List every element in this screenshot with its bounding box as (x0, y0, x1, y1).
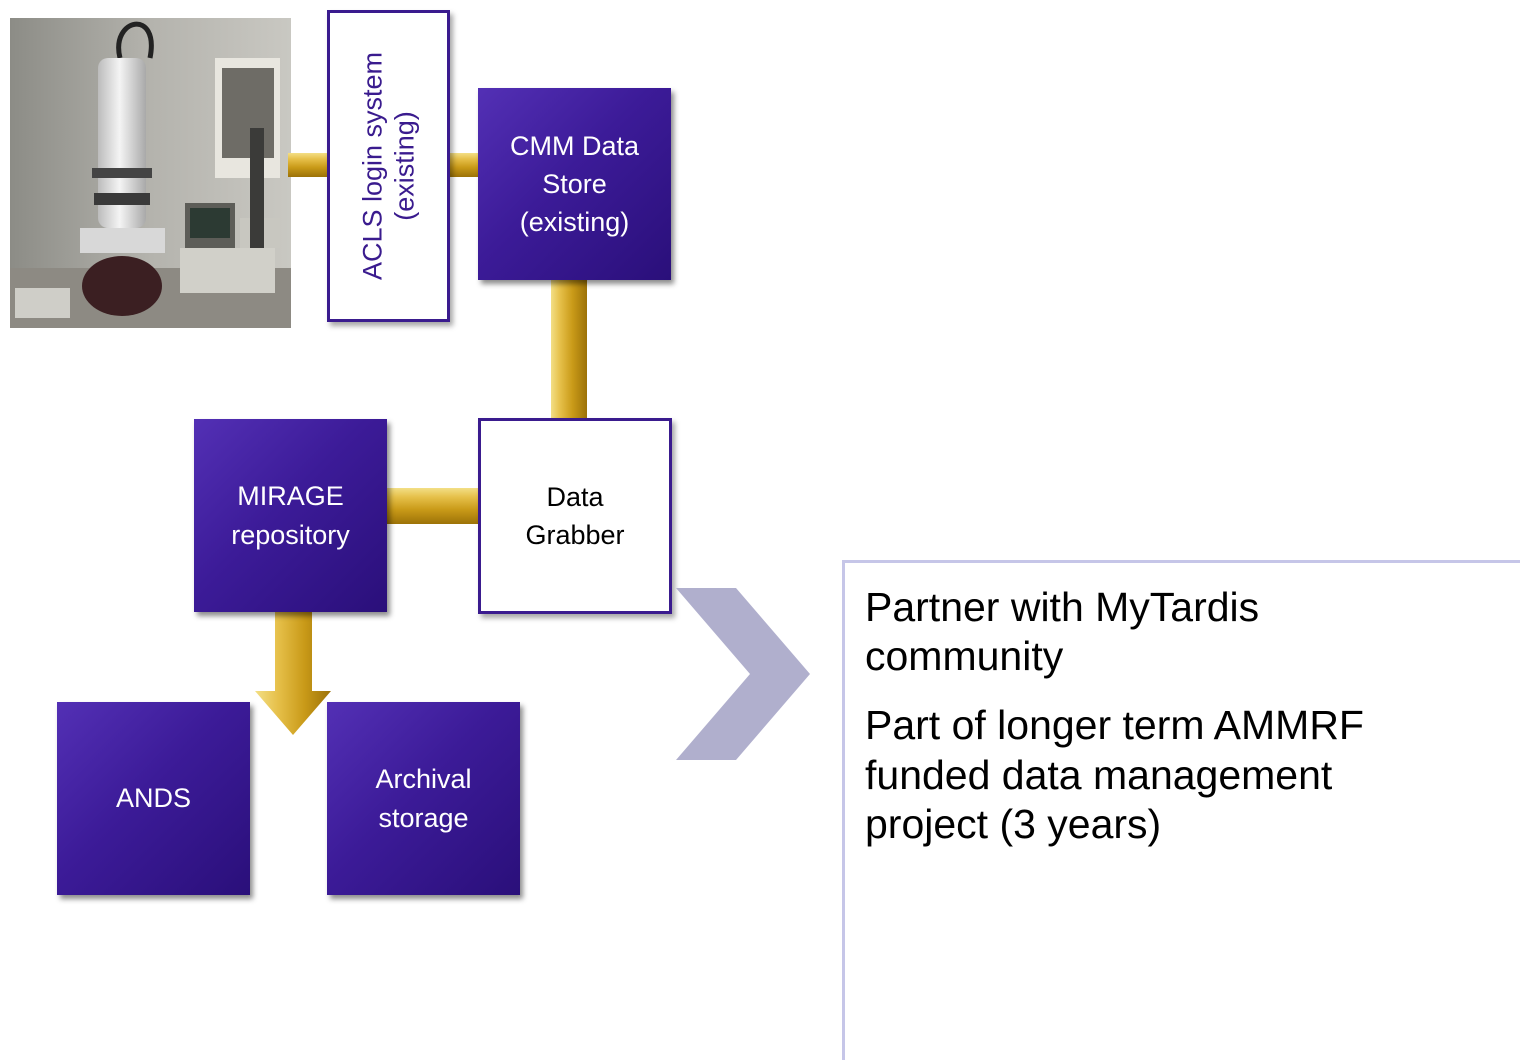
archival-storage-label: Archival storage (375, 764, 472, 833)
summary-item-ammrf: Part of longer term AMMRF funded data ma… (865, 702, 1364, 847)
mirage-repository-label: MIRAGE repository (231, 481, 350, 550)
connector-cmm-grabber (551, 278, 587, 420)
summary-item-mytardis: Partner with MyTardis community (865, 584, 1260, 680)
ands-box: ANDS (57, 702, 250, 895)
connector-acls-cmm (449, 153, 481, 177)
chevron-right-icon (676, 588, 810, 760)
cmm-data-store-box: CMM Data Store (existing) (478, 88, 671, 280)
cmm-data-store-label: CMM Data Store (existing) (509, 130, 639, 238)
gold-arrow-down-icon (255, 611, 331, 735)
acls-login-box: ACLS login system (existing) (327, 10, 450, 322)
connector-mirage-grabber (386, 488, 480, 524)
acls-login-label: ACLS login system (existing) (357, 51, 420, 281)
microscope-photo (10, 18, 291, 328)
archival-storage-box: Archival storage (327, 702, 520, 895)
data-grabber-box: Data Grabber (478, 418, 672, 614)
data-grabber-label: Data Grabber (525, 481, 625, 550)
summary-list: Partner with MyTardis community Part of … (845, 563, 1520, 849)
mirage-repository-box: MIRAGE repository (194, 419, 387, 612)
summary-panel: Partner with MyTardis community Part of … (842, 560, 1520, 1060)
microscope-image (10, 18, 291, 328)
ands-label: ANDS (115, 783, 191, 814)
connector-photo-acls (288, 153, 332, 177)
